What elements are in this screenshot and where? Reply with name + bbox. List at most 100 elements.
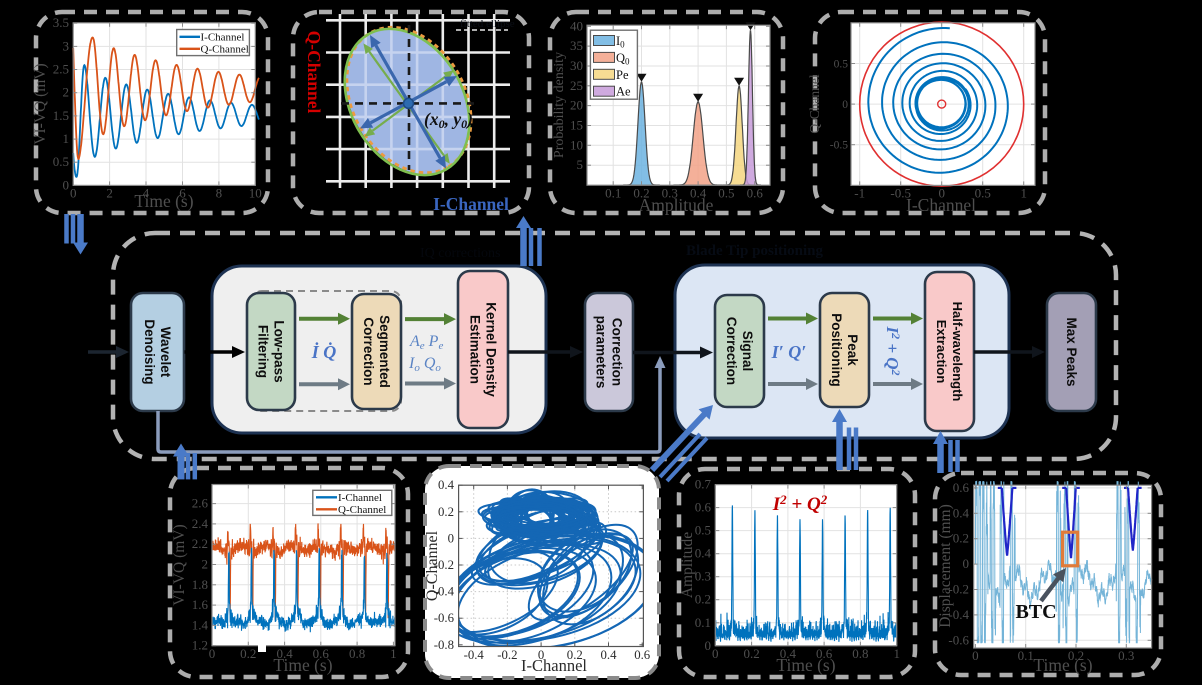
svg-text:2: 2 bbox=[106, 186, 113, 201]
svg-text:0.5: 0.5 bbox=[718, 186, 734, 201]
svg-text:Correction: Correction bbox=[724, 317, 739, 385]
svg-text:-0.4: -0.4 bbox=[948, 607, 969, 622]
svg-text:Probability density: Probability density bbox=[552, 52, 567, 158]
svg-text:Low-pass: Low-pass bbox=[271, 320, 286, 382]
svg-text:-0.6: -0.6 bbox=[434, 611, 455, 625]
svg-text:0.1: 0.1 bbox=[1018, 648, 1034, 663]
svg-text:0.2: 0.2 bbox=[695, 592, 711, 607]
svg-text:0.8: 0.8 bbox=[852, 646, 868, 661]
svg-text:Denoising: Denoising bbox=[142, 319, 157, 384]
svg-text:Extraction: Extraction bbox=[934, 320, 949, 384]
svg-text:0.6: 0.6 bbox=[634, 648, 651, 662]
svg-text:-0.4: -0.4 bbox=[434, 585, 455, 599]
svg-text:Peak: Peak bbox=[845, 334, 860, 366]
svg-text:5: 5 bbox=[577, 157, 584, 172]
svg-text:0: 0 bbox=[70, 186, 77, 201]
svg-text:Kernel Density: Kernel Density bbox=[483, 302, 498, 397]
svg-text:parameters: parameters bbox=[593, 316, 608, 389]
svg-text:Ae Pe: Ae Pe bbox=[409, 333, 443, 352]
svg-text:1.2: 1.2 bbox=[192, 638, 208, 653]
svg-text:40: 40 bbox=[570, 18, 583, 33]
svg-text:0.3: 0.3 bbox=[662, 186, 678, 201]
svg-text:0.2: 0.2 bbox=[633, 186, 649, 201]
svg-text:2: 2 bbox=[63, 85, 70, 100]
svg-text:Max Peaks: Max Peaks bbox=[1064, 317, 1079, 386]
svg-text:0.5: 0.5 bbox=[834, 59, 849, 71]
svg-text:0.2: 0.2 bbox=[1068, 648, 1084, 663]
svg-text:0: 0 bbox=[963, 556, 970, 571]
svg-text:Time (s): Time (s) bbox=[273, 655, 332, 675]
svg-text:0.7: 0.7 bbox=[695, 477, 712, 492]
svg-text:IQ corrections: IQ corrections bbox=[420, 246, 500, 261]
svg-text:0.2: 0.2 bbox=[743, 646, 759, 661]
svg-text:0.2: 0.2 bbox=[567, 648, 583, 662]
svg-text:VI-VQ (mV): VI-VQ (mV) bbox=[171, 524, 188, 605]
svg-text:2.2: 2.2 bbox=[192, 536, 208, 551]
svg-text:8: 8 bbox=[216, 186, 223, 201]
svg-text:0.5: 0.5 bbox=[975, 186, 991, 201]
svg-text:0.5: 0.5 bbox=[695, 523, 711, 538]
svg-text:I2 + Q2: I2 + Q2 bbox=[772, 492, 828, 515]
svg-text:0.2: 0.2 bbox=[240, 646, 256, 661]
svg-text:BTC: BTC bbox=[1015, 601, 1056, 623]
svg-text:10: 10 bbox=[570, 137, 583, 152]
svg-text:1.5: 1.5 bbox=[53, 108, 69, 123]
svg-text:0.4: 0.4 bbox=[780, 646, 797, 661]
svg-text:0.3: 0.3 bbox=[695, 569, 711, 584]
svg-text:I′ Q′: I′ Q′ bbox=[771, 342, 807, 362]
svg-text:25: 25 bbox=[570, 78, 583, 93]
svg-text:Time (s): Time (s) bbox=[1033, 655, 1092, 675]
svg-text:1.4: 1.4 bbox=[192, 617, 209, 632]
svg-text:1: 1 bbox=[63, 131, 70, 146]
svg-text:0.4: 0.4 bbox=[276, 646, 293, 661]
svg-text:0: 0 bbox=[938, 186, 945, 201]
svg-text:0.6: 0.6 bbox=[695, 500, 712, 515]
svg-text:0.2: 0.2 bbox=[438, 505, 454, 519]
svg-text:0: 0 bbox=[63, 177, 70, 192]
svg-text:15: 15 bbox=[570, 118, 583, 133]
svg-text:0: 0 bbox=[538, 648, 544, 662]
svg-text:0.5: 0.5 bbox=[53, 154, 69, 169]
svg-text:-0.2: -0.2 bbox=[434, 558, 454, 572]
svg-text:I-Channel: I-Channel bbox=[201, 32, 245, 44]
svg-text:1: 1 bbox=[390, 646, 397, 661]
svg-text:0.4: 0.4 bbox=[601, 648, 618, 662]
svg-text:Time (s): Time (s) bbox=[134, 191, 193, 211]
svg-text:-0.5: -0.5 bbox=[830, 140, 848, 152]
svg-text:I-Channel: I-Channel bbox=[906, 195, 976, 215]
svg-text:1: 1 bbox=[893, 646, 900, 661]
svg-text:-0.2: -0.2 bbox=[948, 582, 969, 597]
svg-text:Time (s): Time (s) bbox=[776, 655, 835, 675]
svg-text:fitted ellipse: fitted ellipse bbox=[460, 18, 515, 30]
svg-text:Ae: Ae bbox=[616, 85, 631, 99]
svg-text:-0.5: -0.5 bbox=[890, 186, 911, 201]
svg-text:-0.6: -0.6 bbox=[948, 632, 969, 647]
svg-text:İ Q̇: İ Q̇ bbox=[311, 341, 337, 362]
svg-text:0: 0 bbox=[972, 648, 979, 663]
svg-text:0.6: 0.6 bbox=[816, 646, 833, 661]
svg-text:0.2: 0.2 bbox=[953, 531, 969, 546]
svg-text:0.4: 0.4 bbox=[695, 546, 712, 561]
svg-text:1.6: 1.6 bbox=[192, 597, 209, 612]
svg-text:I-Channel: I-Channel bbox=[338, 492, 382, 504]
svg-text:Blade Tip positioning: Blade Tip positioning bbox=[686, 243, 824, 259]
svg-text:Signal: Signal bbox=[740, 331, 755, 372]
svg-text:VI-VQ (mV): VI-VQ (mV) bbox=[32, 63, 49, 144]
svg-text:(x0, y0): (x0, y0) bbox=[424, 109, 473, 131]
svg-text:-0.8: -0.8 bbox=[434, 638, 454, 652]
svg-text:-0.4: -0.4 bbox=[464, 648, 485, 662]
svg-text:0: 0 bbox=[705, 638, 712, 653]
svg-text:0.6: 0.6 bbox=[953, 480, 970, 495]
svg-text:2: 2 bbox=[202, 557, 209, 572]
svg-text:Amplitude: Amplitude bbox=[639, 195, 714, 215]
svg-text:0.4: 0.4 bbox=[953, 505, 970, 520]
svg-text:0: 0 bbox=[712, 646, 719, 661]
svg-text:I-Channel: I-Channel bbox=[521, 656, 587, 675]
svg-text:Estimation: Estimation bbox=[467, 315, 482, 384]
svg-text:0.4: 0.4 bbox=[438, 478, 455, 492]
svg-text:I2 + Q2: I2 + Q2 bbox=[883, 325, 903, 375]
svg-text:0.1: 0.1 bbox=[605, 186, 621, 201]
svg-text:0: 0 bbox=[448, 531, 454, 545]
svg-text:3.5: 3.5 bbox=[53, 15, 69, 30]
svg-text:Q-Channel: Q-Channel bbox=[338, 504, 386, 516]
